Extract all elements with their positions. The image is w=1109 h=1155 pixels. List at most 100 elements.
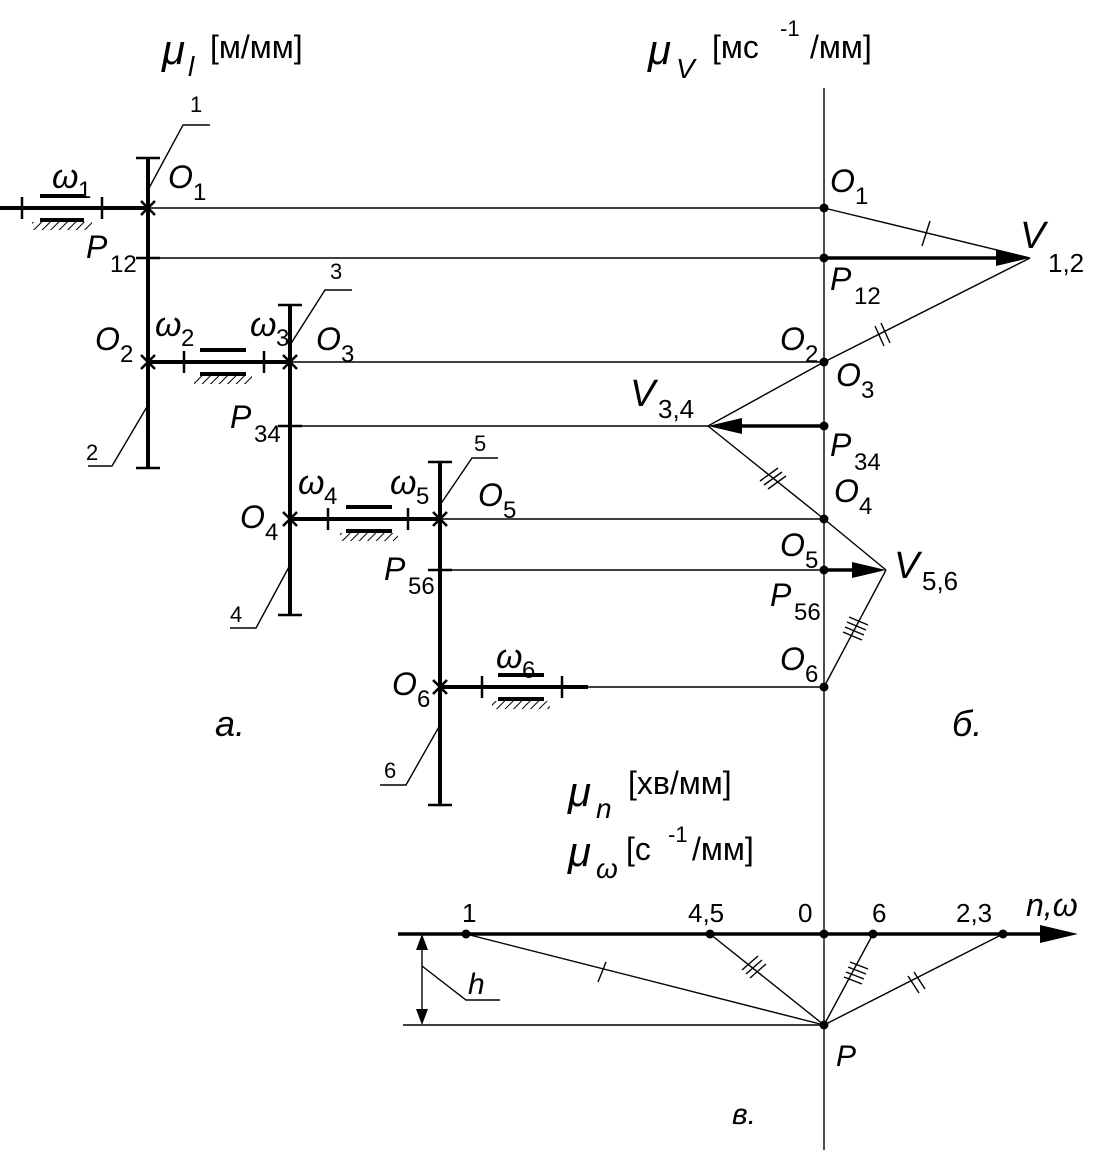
rpm-axis-arrow xyxy=(1040,925,1078,943)
velocity-plan xyxy=(707,203,1031,692)
leader-gear-5 xyxy=(439,457,498,506)
angular-scale-unit-sup: -1 xyxy=(668,822,688,847)
panel-label-b: б. xyxy=(952,703,982,744)
dot-o2-o3 xyxy=(819,357,829,367)
dot-o1 xyxy=(819,203,829,213)
center-crosses xyxy=(140,200,448,695)
rpm-scale-unit: [хв/мм] xyxy=(628,765,732,801)
scheme-label-o5-sub: 5 xyxy=(503,497,516,524)
tick-marks-line-6 xyxy=(842,616,869,641)
scheme-label-o5-main: O xyxy=(478,477,503,513)
rpm-pole-label: P xyxy=(836,1040,856,1073)
plan-label-o4-main: O xyxy=(834,473,859,509)
velocity-scale-unit-sup: -1 xyxy=(780,16,800,41)
rpm-pole-dot xyxy=(819,1020,829,1030)
rpm-axis-label: n,ω xyxy=(1026,887,1078,923)
leader-gear-2 xyxy=(88,404,149,467)
gear-leaders xyxy=(88,124,498,786)
omega-3-main: ω xyxy=(250,306,276,344)
plan-label-p56-sub: 56 xyxy=(794,599,821,626)
dot-p12 xyxy=(819,253,829,263)
rpm-scale-sub: n xyxy=(596,793,612,824)
rpm-ray-4-5 xyxy=(709,933,825,1026)
omega-3-sub: 3 xyxy=(276,325,289,352)
rpm-ticks-ray-2-3 xyxy=(907,971,926,994)
plan-label-p12-main: P xyxy=(830,261,852,297)
bearing-2-ground-hatch xyxy=(194,376,252,384)
gear-number-5: 5 xyxy=(474,431,486,456)
length-scale-unit: [м/мм] xyxy=(210,29,303,65)
plan-label-o4-sub: 4 xyxy=(859,493,872,520)
velocity-line-3 xyxy=(707,361,825,427)
plan-label-o2-main: O xyxy=(780,321,805,357)
projection-lines xyxy=(148,207,824,688)
h-dimension-arrow-top xyxy=(416,934,428,950)
omega-6-sub: 6 xyxy=(522,657,535,684)
scheme-label-o4-main: O xyxy=(240,499,265,535)
gear-number-6: 6 xyxy=(384,758,396,783)
rpm-plan xyxy=(398,925,1078,1030)
scheme-label-o3-main: O xyxy=(316,321,341,357)
angular-scale-unit-b: /мм] xyxy=(692,831,754,867)
rpm-dot-0 xyxy=(819,929,829,939)
rpm-dot-6 xyxy=(868,929,878,939)
center-cross-o5 xyxy=(432,511,448,527)
scheme-label-p12-sub: 12 xyxy=(110,251,137,278)
gear-number-3: 3 xyxy=(330,259,342,284)
scheme-label-o6-main: O xyxy=(392,666,417,702)
scheme-label-o1-main: O xyxy=(168,159,193,195)
gear-number-2: 2 xyxy=(86,440,98,465)
panel-label-a: а. xyxy=(215,703,245,744)
velocity-scale-unit-b: /мм] xyxy=(810,29,872,65)
tick-marks-line-2-3 xyxy=(874,322,891,347)
bearing-1-ground-hatch xyxy=(32,222,92,230)
length-scale-sub: l xyxy=(188,51,195,82)
omega-5-main: ω xyxy=(390,464,416,502)
h-leader xyxy=(421,965,500,1001)
angular-scale-sub: ω xyxy=(596,853,618,884)
angular-scale-unit-a: [с xyxy=(626,831,651,867)
plan-label-p12-sub: 12 xyxy=(854,283,881,310)
plan-label-o6-main: O xyxy=(780,641,805,677)
leader-gear-6 xyxy=(380,724,441,786)
velocity-scale-sub: V xyxy=(676,53,697,84)
velocity-scale-unit-a: [мс xyxy=(712,29,759,65)
scheme-label-p34-sub: 34 xyxy=(254,421,281,448)
leader-gear-3 xyxy=(289,289,352,346)
dot-p56 xyxy=(819,565,829,575)
plan-label-o3-sub: 3 xyxy=(861,377,874,404)
plan-label-o1-main: O xyxy=(830,163,855,199)
omega-6-main: ω xyxy=(496,638,522,676)
plan-label-o6-sub: 6 xyxy=(805,661,818,688)
center-cross-o2 xyxy=(140,354,156,370)
rpm-ray-2-3 xyxy=(823,933,1004,1026)
leader-gear-4 xyxy=(230,564,291,629)
velocity-line-2-3 xyxy=(823,257,1031,363)
rpm-dot-4-5 xyxy=(705,929,715,939)
rpm-tick-label-2: 0 xyxy=(798,898,812,928)
vector-v12-arrow xyxy=(996,250,1030,266)
rpm-dot-1 xyxy=(461,929,471,939)
scheme-label-o3-sub: 3 xyxy=(341,341,354,368)
h-dimension-arrow-bottom xyxy=(416,1009,428,1025)
vector-v56-arrow xyxy=(852,562,886,578)
velocity-label-v56-sub: 5,6 xyxy=(922,566,958,596)
scheme-label-p34-main: P xyxy=(230,399,252,435)
bearing-3-ground-hatch xyxy=(340,533,398,541)
h-label: h xyxy=(468,968,485,1001)
rpm-ticks-ray-4-5 xyxy=(741,955,767,979)
dot-p34 xyxy=(819,421,829,431)
gear-number-1: 1 xyxy=(190,92,202,117)
plan-label-o3-main: O xyxy=(836,357,861,393)
velocity-label-v12-main: V xyxy=(1020,215,1049,257)
velocity-label-v12-sub: 1,2 xyxy=(1048,248,1084,278)
velocity-line-1 xyxy=(823,207,1031,259)
velocity-plan-dots xyxy=(819,203,829,692)
plan-label-p34-main: P xyxy=(830,427,852,463)
panel-label-v: в. xyxy=(732,1098,756,1131)
dot-o4-o5 xyxy=(819,514,829,524)
center-cross-o4 xyxy=(282,511,298,527)
velocity-label-v34-main: V xyxy=(630,373,659,415)
